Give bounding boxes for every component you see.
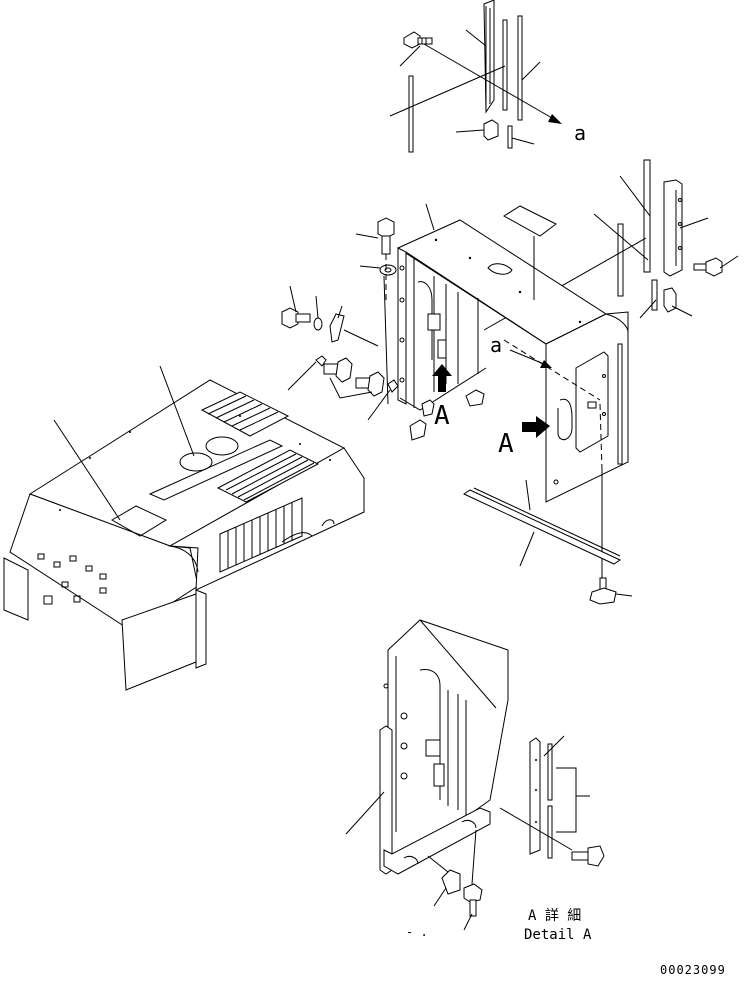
detail-extra-mark: - . (406, 925, 428, 939)
arrow-right-icon (522, 416, 550, 438)
door-handle (557, 398, 573, 441)
front-flap-left (3, 557, 29, 621)
bolt-pair-b (355, 371, 385, 397)
small-strip-top (507, 125, 513, 149)
bolt-horizontal (281, 307, 311, 329)
top-seal-assembly: a (389, 0, 586, 153)
clip-top (483, 119, 499, 141)
seal-strip-a (502, 19, 508, 111)
rod-seal (408, 75, 414, 153)
housing-cover: A A a (396, 203, 633, 605)
round-vent-b (205, 436, 239, 456)
washer (379, 264, 397, 276)
round-vent-a (179, 452, 213, 472)
detail-clip (441, 869, 461, 895)
bolt-right (693, 257, 723, 277)
view-a-label-top: a (574, 121, 586, 145)
arrow-up-icon (432, 364, 452, 392)
channel-seal-right (663, 179, 683, 277)
detail-a-view: A 詳 細 Detail A - . (345, 619, 605, 943)
side-grille (219, 497, 303, 573)
bolt-pair-a (323, 357, 353, 383)
access-door (575, 351, 609, 453)
bolt-top (403, 31, 433, 49)
right-seal-assembly (483, 159, 739, 331)
bolt-bottom (589, 577, 617, 605)
side-handle (281, 532, 313, 543)
top-grille-2 (216, 449, 320, 503)
small-strip-right (651, 279, 658, 311)
hood-label-plate (111, 505, 168, 537)
channel-seal-top (483, 0, 495, 114)
detail-bolt-lower (463, 883, 483, 917)
detail-title-en: Detail A (524, 927, 592, 943)
engine-hood-assembly (3, 365, 365, 691)
seal-strip-right-a (643, 159, 651, 273)
detail-strip-b (547, 805, 553, 859)
seal-strip-b (517, 15, 523, 121)
drawing-number: 00023099 (660, 963, 726, 977)
clip-right (663, 287, 677, 313)
bottom-seal-strip (462, 489, 622, 565)
detail-latch (425, 739, 441, 757)
view-a-label-mid: a (490, 333, 502, 357)
detail-strip-a (547, 743, 553, 801)
bolt-vertical (377, 217, 395, 255)
top-slot (487, 263, 513, 275)
bracket-plate (329, 313, 345, 343)
arrow-a-label-lower: A (498, 429, 514, 459)
seal-strip-right-b (617, 223, 624, 297)
arrow-a-label-upper: A (434, 401, 450, 431)
fasteners-left (281, 217, 399, 421)
detail-bolt (571, 845, 605, 867)
latch-bracket (427, 313, 441, 331)
top-grille-1 (200, 391, 290, 437)
detail-channel-seal (529, 737, 541, 855)
label-plate-top (503, 205, 557, 237)
detail-title-jp: A 詳 細 (528, 908, 581, 924)
washer-small (313, 317, 323, 331)
